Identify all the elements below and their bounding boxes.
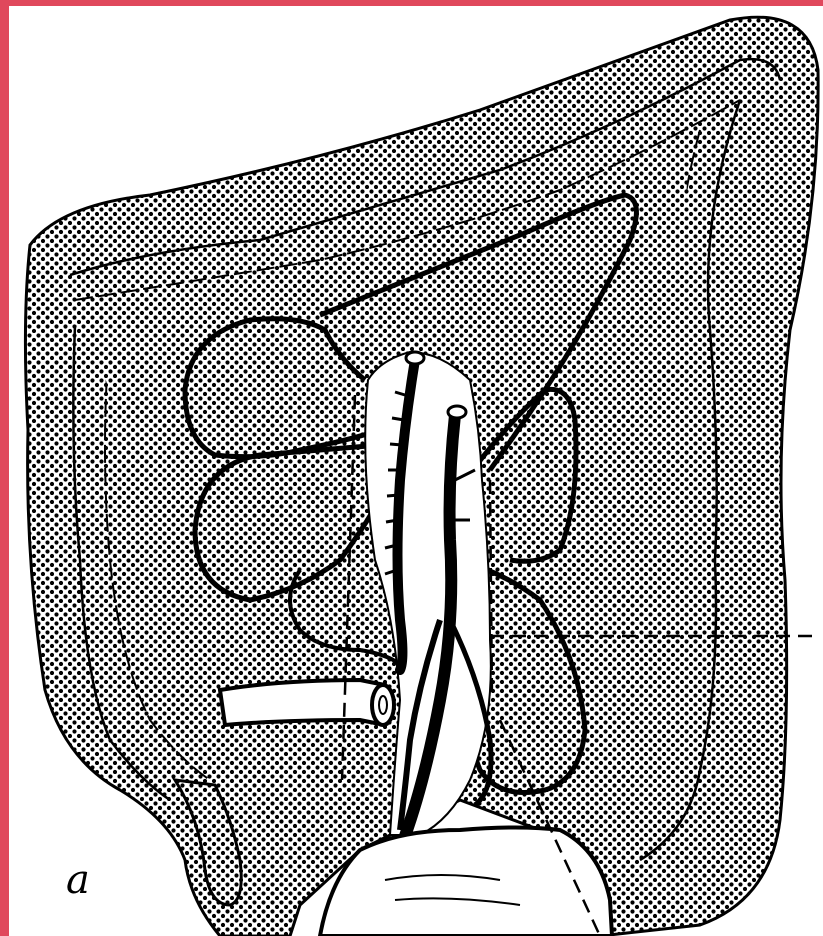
left-border [0,0,9,936]
artery-stump [406,352,424,364]
ileum-lumen [372,685,394,725]
ileum-stump [220,680,385,725]
vein-stump [448,406,466,418]
top-border [0,0,823,6]
panel-label: a [66,860,90,900]
